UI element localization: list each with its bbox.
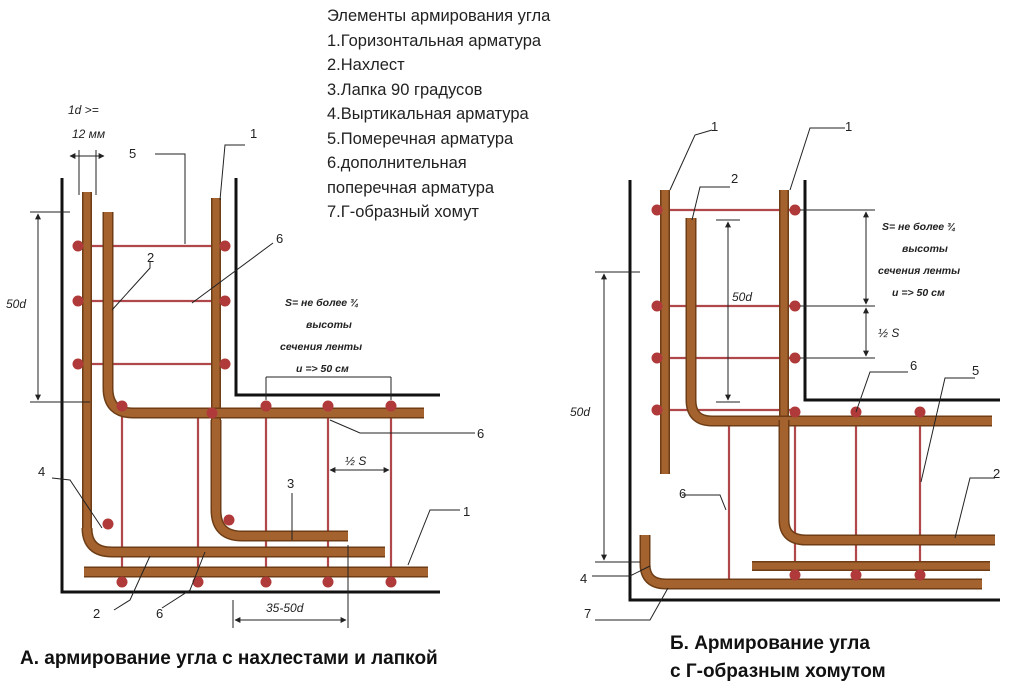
label-2: 2 (731, 171, 738, 186)
svg-text:сечения ленты: сечения ленты (878, 265, 960, 277)
svg-text:S= не более ¾: S= не более ¾ (285, 297, 359, 309)
label-7: 7 (584, 606, 591, 621)
legend-item: поперечная арматура (327, 178, 495, 197)
label-4: 4 (38, 464, 45, 479)
svg-text:высоты: высоты (306, 319, 352, 331)
label-2: 2 (93, 606, 100, 621)
svg-text:S= не более ¾: S= не более ¾ (882, 221, 956, 233)
dim-50d: 50d (570, 405, 590, 419)
legend-item: 6.дополнительная (327, 154, 467, 172)
label-6: 6 (679, 486, 686, 501)
label-1: 1 (463, 504, 470, 519)
label-2: 2 (993, 466, 1000, 481)
legend-item: 2.Нахлест (327, 56, 405, 74)
caption-a: А. армирование угла с нахлестами и лапко… (20, 648, 438, 669)
label-3: 3 (287, 476, 294, 491)
svg-text:высоты: высоты (902, 243, 948, 255)
label-2: 2 (147, 250, 154, 265)
diagram-a: 1 1 2 2 3 4 5 6 6 6 1d >= 12 мм 50d 35-5… (6, 103, 484, 628)
label-6: 6 (156, 606, 163, 621)
label-5: 5 (972, 363, 979, 378)
dim-bar-line2: 12 мм (72, 127, 105, 141)
caption-b: Б. Армирование угла с Г-образным хомутом (670, 630, 886, 686)
dim-lap: 35-50d (266, 601, 304, 615)
spacing-note: S= не более ¾ высоты сечения ленты и => … (280, 297, 362, 375)
spacing-note: S= не более ¾ высоты сечения ленты и => … (878, 221, 960, 299)
legend-item: 7.Г-образный хомут (327, 203, 479, 221)
svg-text:и => 50 см: и => 50 см (296, 363, 349, 375)
rebar-sections (651, 204, 926, 581)
rebars (81, 192, 428, 578)
dim-50d-inner: 50d (732, 290, 752, 304)
formwork-outer (628, 180, 1000, 602)
dim-bar-line1: 1d >= (68, 103, 99, 117)
label-1: 1 (711, 119, 718, 134)
legend-title: Элементы армирования угла (327, 7, 551, 25)
label-1: 1 (845, 119, 852, 134)
rebar-sections (72, 240, 397, 588)
label-5: 5 (129, 146, 136, 161)
label-4: 4 (580, 571, 587, 586)
formwork-outer (60, 178, 440, 594)
formwork-inner (234, 178, 440, 397)
dim-50d: 50d (6, 297, 26, 311)
label-6: 6 (276, 231, 283, 246)
legend: Элементы армирования угла 1.Горизонтальн… (327, 4, 550, 225)
caption-b-line1: Б. Армирование угла (670, 633, 870, 654)
svg-text:сечения ленты: сечения ленты (280, 341, 362, 353)
diagram-b: 1 1 2 2 4 5 6 6 7 50d 50d ½ S S= не боле… (570, 119, 1000, 621)
formwork-inner (803, 180, 1000, 402)
label-1: 1 (250, 126, 257, 141)
legend-item: 3.Лапка 90 градусов (327, 80, 483, 99)
dimension-lines (30, 150, 392, 628)
legend-item: 4.Выртикальная арматура (327, 105, 529, 123)
legend-item: 5.Померечная арматура (327, 129, 514, 148)
dimension-lines (595, 209, 875, 563)
caption-b-line2: с Г-образным хомутом (670, 661, 886, 682)
dim-half-s: ½ S (878, 326, 899, 340)
svg-text:и => 50 см: и => 50 см (892, 287, 945, 299)
leader-lines (51, 144, 475, 611)
label-6: 6 (910, 358, 917, 373)
label-6: 6 (477, 426, 484, 441)
rebars (639, 190, 995, 590)
dim-half-s: ½ S (345, 454, 366, 468)
leader-lines (592, 127, 995, 621)
legend-item: 1.Горизонтальная арматура (327, 31, 542, 50)
